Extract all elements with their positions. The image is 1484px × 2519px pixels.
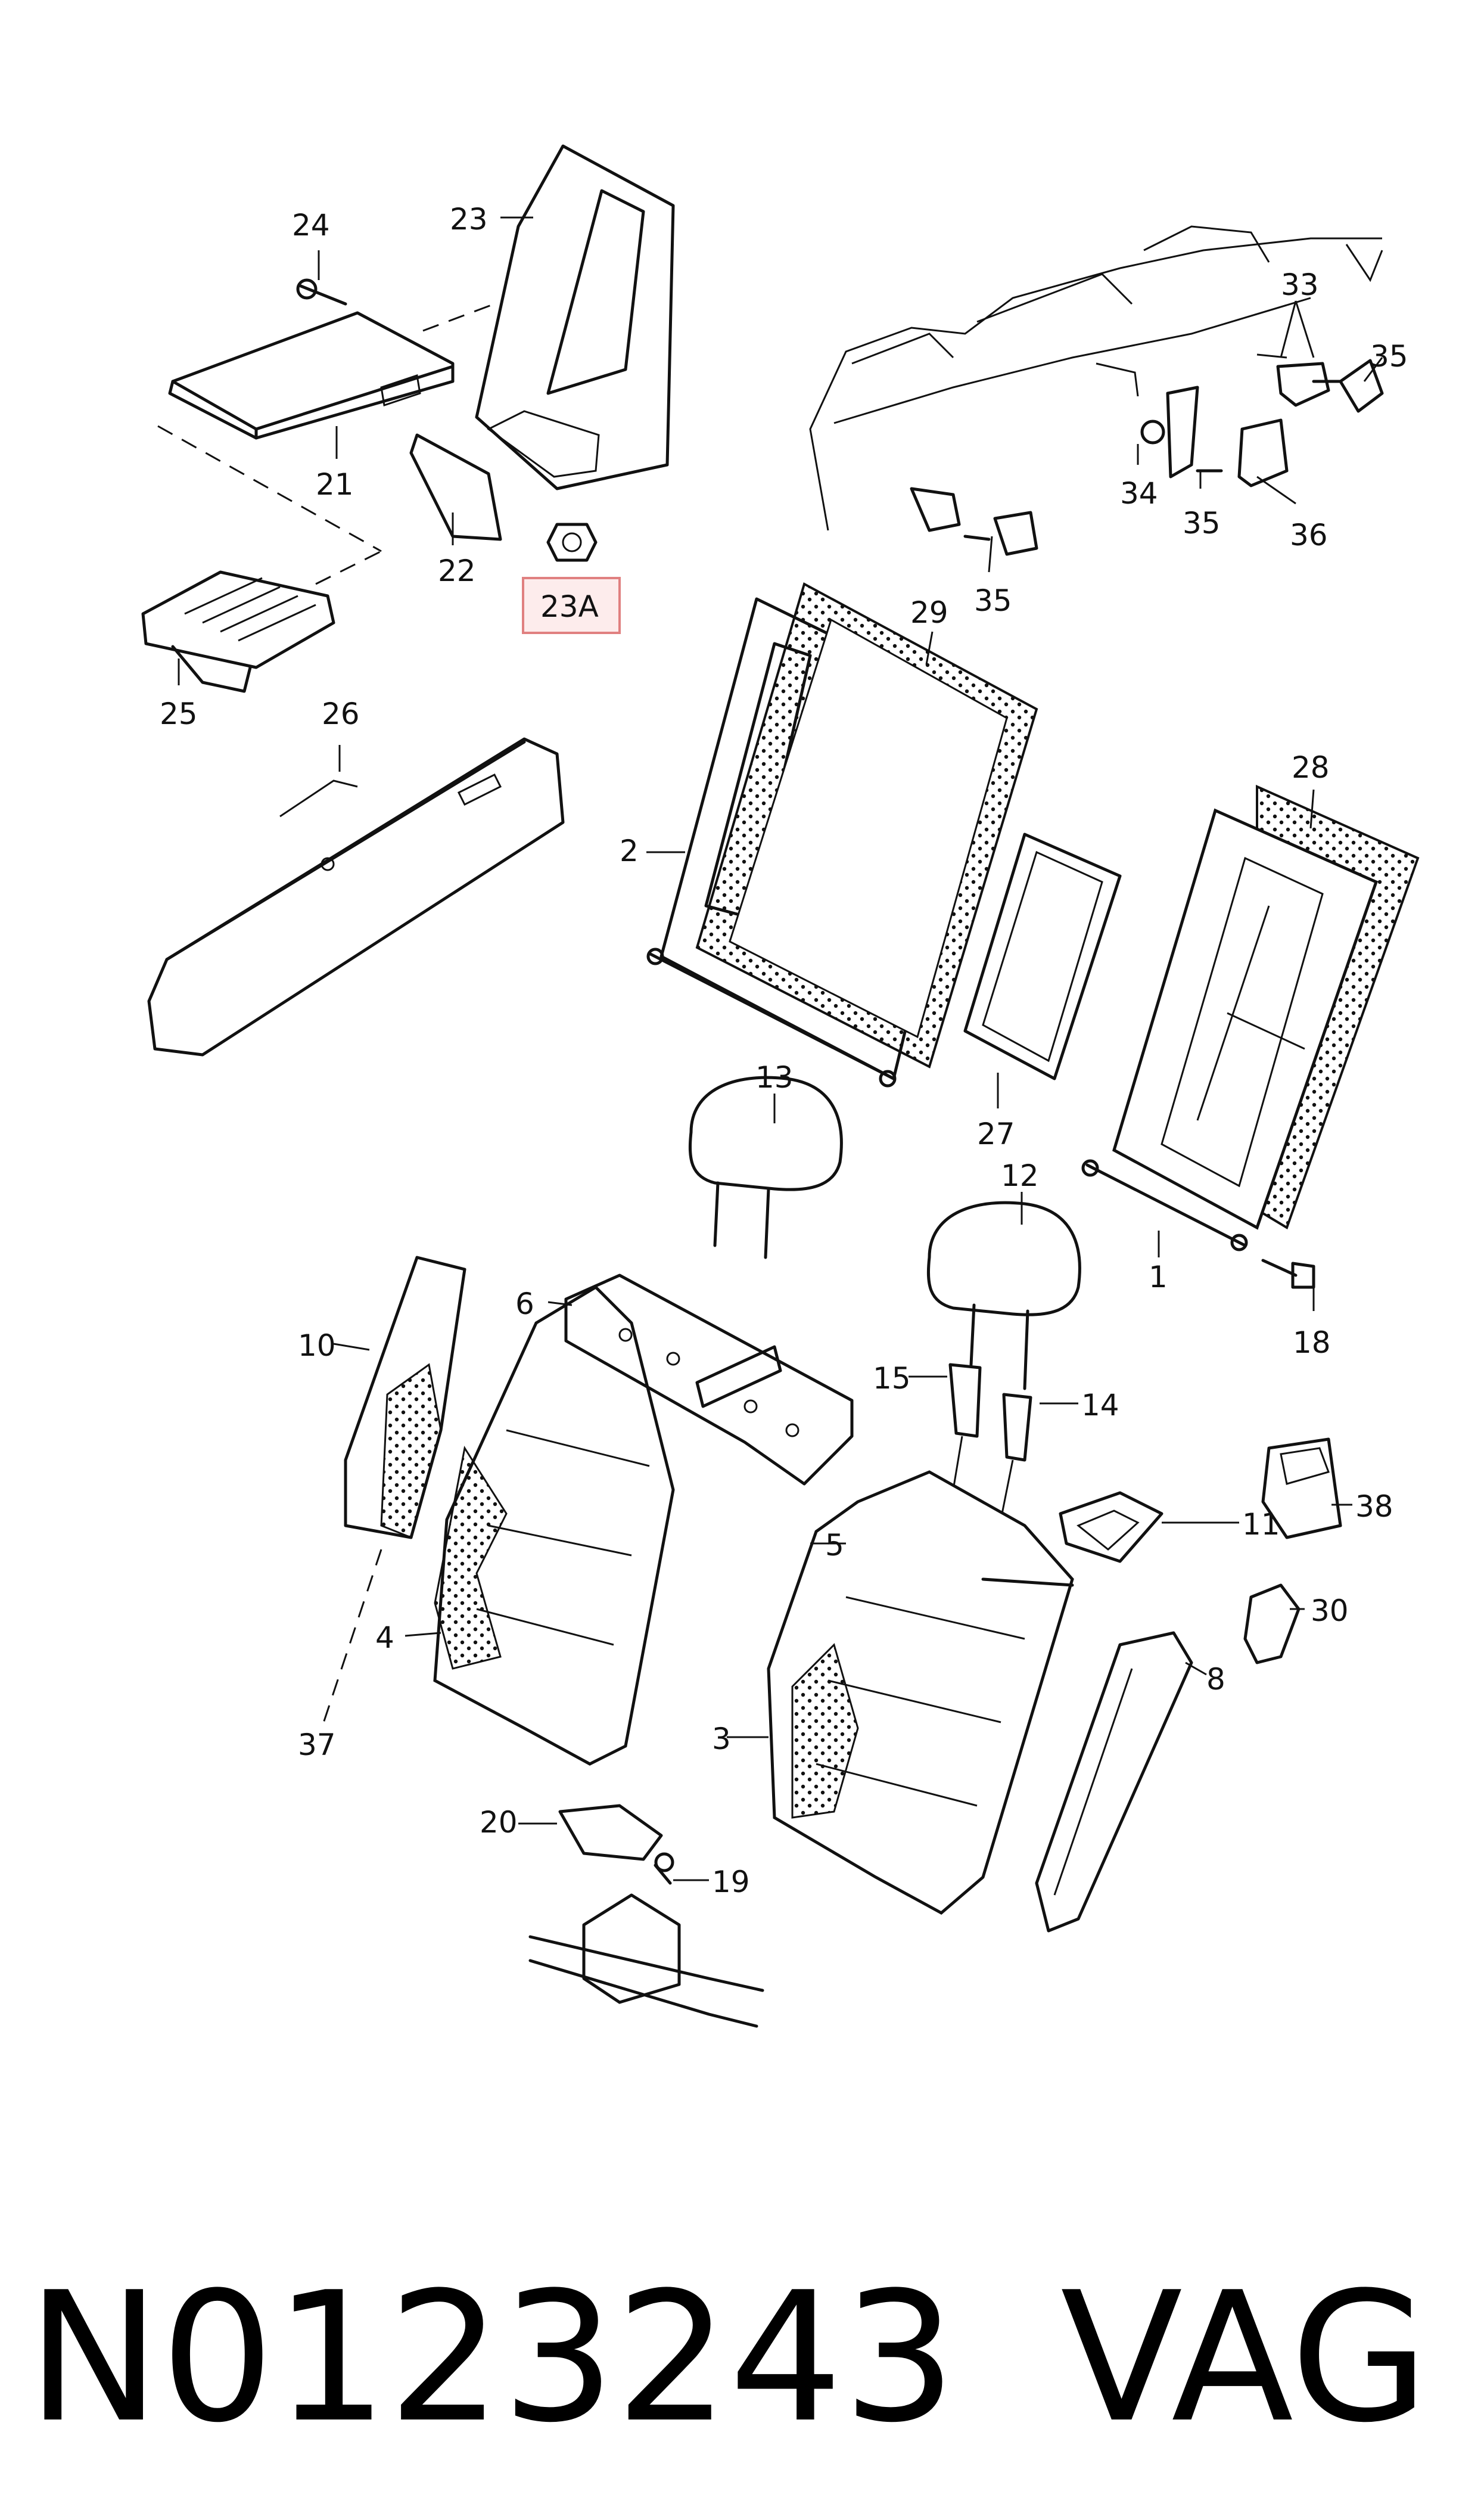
callout-12: 12: [1001, 1158, 1039, 1193]
callout-labels: 24 23 21 22 23A 25 26 29 2 28 27 13 12 1…: [160, 202, 1408, 1899]
headrest-12: [926, 1201, 1081, 1390]
bolster-26: [147, 737, 565, 1057]
pad-29: [695, 582, 1038, 1069]
board-27: [963, 833, 1122, 1080]
callout-33: 33: [1281, 268, 1319, 302]
headrest-13: [688, 1076, 843, 1259]
mount-base: [528, 1893, 764, 2028]
callout-38: 38: [1355, 1489, 1393, 1524]
dash-21-25-b: [315, 550, 382, 585]
hinge-20: [558, 1804, 663, 1861]
leader-lines: [178, 216, 1383, 1881]
callout-29: 29: [910, 595, 948, 630]
part-number: N0123243: [27, 2254, 957, 2462]
trim-11: [1059, 1491, 1163, 1563]
callout-23a: 23A: [540, 589, 599, 624]
washer-34: [1140, 420, 1165, 445]
callout-3: 3: [712, 1722, 731, 1756]
callout-18: 18: [1293, 1325, 1331, 1360]
armrest-cover-21: [168, 311, 455, 440]
callout-30: 30: [1311, 1594, 1349, 1628]
callout-19: 19: [712, 1865, 750, 1899]
armrest-frame-23: [475, 144, 675, 490]
bodyshell-outline: [809, 225, 1383, 531]
callout-22: 22: [438, 554, 476, 588]
callout-10: 10: [298, 1328, 336, 1363]
callout-26: 26: [322, 697, 360, 731]
trim-8: [1035, 1631, 1193, 1933]
callout-4: 4: [375, 1620, 394, 1655]
callout-27: 27: [977, 1117, 1015, 1151]
insert-22: [409, 433, 502, 541]
callout-2: 2: [620, 834, 639, 868]
bolt-35-a: [1312, 359, 1384, 413]
callout-15: 15: [873, 1361, 911, 1396]
plate-36: [1237, 418, 1289, 487]
callout-21: 21: [316, 467, 354, 502]
callout-23a-box: [522, 577, 621, 634]
bolt-24: [296, 278, 347, 306]
side-10: [344, 1256, 466, 1539]
bolt-19: [654, 1852, 674, 1885]
clip-30: [1243, 1583, 1301, 1664]
callout-1: 1: [1149, 1260, 1168, 1294]
callout-11: 11: [1242, 1507, 1280, 1542]
dash-21-23: [422, 303, 495, 332]
callout-36: 36: [1290, 518, 1328, 552]
cover-3: [767, 1470, 1074, 1915]
callout-35-b: 35: [1183, 506, 1221, 541]
backpanel-6: [564, 1274, 854, 1486]
callout-5: 5: [825, 1528, 844, 1563]
callout-35-a: 35: [1370, 339, 1408, 374]
cupholder-25: [141, 570, 335, 693]
backrest-frame-1: [1081, 808, 1379, 1251]
callout-34: 34: [1120, 476, 1158, 511]
bracket-33-left: [1096, 362, 1199, 479]
callout-20: 20: [480, 1805, 518, 1840]
nut-23a: [546, 523, 598, 562]
cover-4: [433, 1285, 675, 1766]
callout-13: 13: [755, 1060, 794, 1095]
bolt-18: [1261, 1259, 1315, 1289]
callout-37: 37: [298, 1728, 336, 1762]
callout-23: 23: [450, 202, 488, 237]
callout-24: 24: [292, 208, 330, 243]
bracket-35-c: [910, 487, 1038, 556]
callout-35-c: 35: [974, 583, 1012, 618]
callout-28: 28: [1292, 750, 1330, 785]
dash-21-25-a: [157, 425, 382, 552]
callout-8: 8: [1206, 1662, 1225, 1697]
callout-6: 6: [515, 1287, 534, 1321]
callout-25: 25: [160, 697, 198, 731]
cap-38: [1261, 1437, 1342, 1539]
callout-14: 14: [1081, 1388, 1119, 1422]
brand-label: VAG: [1060, 2254, 1429, 2462]
